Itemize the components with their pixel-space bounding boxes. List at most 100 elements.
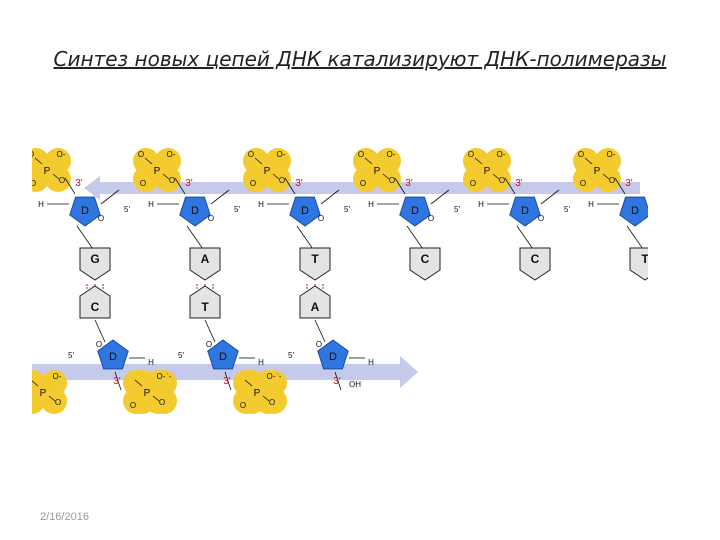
oxygen-label: O (318, 214, 324, 223)
oxygen-label: O (468, 150, 474, 159)
prime-5-label: 5' (564, 205, 570, 214)
oxygen-label: O (499, 176, 505, 185)
oxygen-label: O (248, 150, 254, 159)
bond (602, 173, 610, 180)
new-base: C (79, 285, 111, 319)
sugar-pentagon (317, 339, 349, 370)
phosphate-blob (142, 155, 172, 185)
sugar-pentagon (179, 196, 211, 227)
phosphorus-label: P (44, 166, 51, 177)
oxygen-label: O (159, 398, 165, 407)
hydrogen-label: H (148, 200, 154, 209)
bond (334, 371, 342, 391)
phosphate-blob (132, 377, 162, 407)
phosphate-blob (582, 155, 612, 185)
bond (492, 173, 500, 180)
prime-5-label: 5' (288, 351, 294, 360)
bond (474, 157, 483, 165)
template-base: G (79, 247, 111, 281)
oxygen-label: O (360, 179, 366, 188)
oxygen-minus-label: O- (387, 150, 396, 159)
phosphate-group: PO-OOO (28, 148, 71, 192)
base-tile (519, 247, 551, 281)
oxygen-label: O (470, 179, 476, 188)
base-tile (299, 247, 331, 281)
prime-3-label: 3' (75, 178, 83, 189)
oxygen-label: O (206, 340, 212, 349)
bond (32, 380, 39, 387)
oxygen-minus-label: O- (497, 150, 506, 159)
bond (254, 157, 263, 165)
bond (584, 157, 593, 165)
sugar-label: D (329, 351, 337, 363)
bond (64, 177, 76, 195)
oxygen-label: O (609, 176, 615, 185)
base-tile (189, 285, 221, 319)
phosphorus-label: P (144, 388, 151, 399)
oxygen-label: O (389, 176, 395, 185)
bond (430, 189, 450, 205)
base-letter: C (531, 252, 540, 266)
bond (210, 189, 230, 205)
sugar-label: D (411, 205, 419, 217)
oxygen-label: O (240, 401, 246, 410)
bond (614, 177, 626, 195)
bond (394, 177, 406, 195)
oxygen-label: O (428, 214, 434, 223)
base-letter: G (90, 252, 99, 266)
bond (52, 173, 60, 180)
bond (284, 177, 296, 195)
sugar-pentagon (69, 196, 101, 227)
prime-3-label: 3' (185, 178, 193, 189)
oxygen-label: O (26, 401, 32, 410)
hydroxyl-label: OH (349, 380, 361, 389)
phosphorus-label: P (154, 166, 161, 177)
oxygen-label: O (96, 340, 102, 349)
bond (244, 379, 253, 387)
bond (504, 177, 516, 195)
bond (540, 189, 560, 205)
oxygen-minus-label: O- (167, 150, 176, 159)
base-tile (79, 247, 111, 281)
bond (134, 379, 143, 387)
bond (272, 173, 280, 180)
bond (204, 319, 216, 343)
sugar-label: D (521, 205, 529, 217)
bond (320, 189, 340, 205)
bond (382, 173, 390, 180)
bond (144, 157, 153, 165)
oxygen-minus-label: O- (277, 150, 286, 159)
template-base: C (409, 247, 441, 281)
hydrogen-label: H (148, 358, 154, 367)
bond (152, 395, 160, 402)
phosphate-group: PO-OOO (133, 148, 181, 192)
base-letter: T (201, 300, 209, 314)
prime-5-label: 5' (68, 351, 74, 360)
hydrogen-label: H (368, 358, 374, 367)
hydrogen-label: H (38, 200, 44, 209)
sugar-pentagon (289, 196, 321, 227)
hydrogen-label: H (258, 200, 264, 209)
oxygen-label: O (28, 150, 34, 159)
oxygen-label: O (55, 398, 61, 407)
prime-5-label: 5' (344, 205, 350, 214)
sugar-label: D (219, 351, 227, 363)
prime-3-label: 3' (405, 178, 413, 189)
oxygen-label: O (269, 398, 275, 407)
phosphate-blob (472, 155, 502, 185)
bond (651, 190, 669, 204)
oxygen-minus-label: O- (53, 372, 62, 381)
prime-3-label: 3' (515, 178, 523, 189)
bond (48, 395, 56, 402)
base-letter: T (641, 252, 649, 266)
sugar-label: D (631, 205, 639, 217)
phosphate-blob (252, 155, 282, 185)
oxygen-minus-label: O- (57, 150, 66, 159)
base-letter: C (421, 252, 430, 266)
phosphate-group: PO-OOO (353, 148, 401, 192)
sugar-label: D (301, 205, 309, 217)
